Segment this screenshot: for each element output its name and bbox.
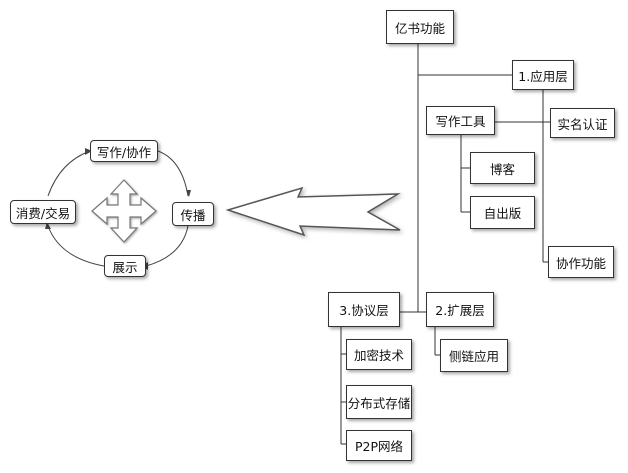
cycle-node-consume-label: 消费/交易 bbox=[15, 205, 71, 221]
tree-self-publish: 自出版 bbox=[470, 196, 535, 229]
arc-arrowhead-right bbox=[186, 190, 191, 197]
tree-blog: 博客 bbox=[470, 152, 535, 184]
arc-arrowhead-top bbox=[85, 148, 92, 155]
cycle-node-spread: 传播 bbox=[172, 202, 214, 226]
tree-blog-label: 博客 bbox=[489, 161, 515, 177]
tree-p2p-label: P2P网络 bbox=[354, 439, 404, 454]
tree-collab: 协作功能 bbox=[548, 246, 614, 278]
cycle-node-writing-label: 写作/协作 bbox=[96, 144, 152, 160]
tree-writing-tools-label: 写作工具 bbox=[435, 114, 486, 129]
tree-app-layer: 1.应用层 bbox=[512, 60, 574, 90]
tree-ext-layer: 2.扩展层 bbox=[426, 292, 494, 327]
tree-writing-tools: 写作工具 bbox=[426, 106, 495, 135]
tree-real-name-label: 实名认证 bbox=[557, 116, 608, 132]
tree-collab-label: 协作功能 bbox=[555, 255, 606, 271]
tree-real-name: 实名认证 bbox=[550, 108, 615, 138]
tree-root-label: 亿书功能 bbox=[394, 20, 445, 36]
tree-self-publish-label: 自出版 bbox=[483, 206, 522, 221]
cycle-node-writing: 写作/协作 bbox=[90, 140, 158, 162]
tree-root: 亿书功能 bbox=[386, 10, 454, 44]
arc-top-left bbox=[47, 150, 91, 197]
big-left-arrow-icon bbox=[225, 186, 401, 237]
arc-top-right bbox=[157, 150, 189, 197]
tree-encrypt: 加密技术 bbox=[346, 339, 412, 370]
arc-right-bottom bbox=[145, 225, 189, 267]
arc-bottom-left bbox=[47, 225, 105, 267]
tree-protocol-layer: 3.协议层 bbox=[328, 292, 400, 327]
tree-app-layer-label: 1.应用层 bbox=[518, 68, 568, 84]
tree-p2p: P2P网络 bbox=[346, 430, 412, 461]
tree-encrypt-label: 加密技术 bbox=[353, 348, 404, 363]
tree-ext-layer-label: 2.扩展层 bbox=[435, 303, 485, 318]
tree-sidechain: 侧链应用 bbox=[440, 339, 508, 372]
cycle-node-consume: 消费/交易 bbox=[10, 200, 76, 224]
four-way-arrow-icon bbox=[91, 179, 157, 243]
cycle-node-spread-label: 传播 bbox=[180, 207, 206, 223]
tree-protocol-layer-label: 3.协议层 bbox=[339, 303, 389, 318]
tree-sidechain-label: 侧链应用 bbox=[448, 349, 499, 364]
cycle-node-display: 展示 bbox=[104, 255, 146, 277]
cycle-node-display-label: 展示 bbox=[112, 259, 138, 275]
tree-distributed: 分布式存储 bbox=[346, 385, 412, 419]
tree-distributed-label: 分布式存储 bbox=[347, 395, 411, 411]
